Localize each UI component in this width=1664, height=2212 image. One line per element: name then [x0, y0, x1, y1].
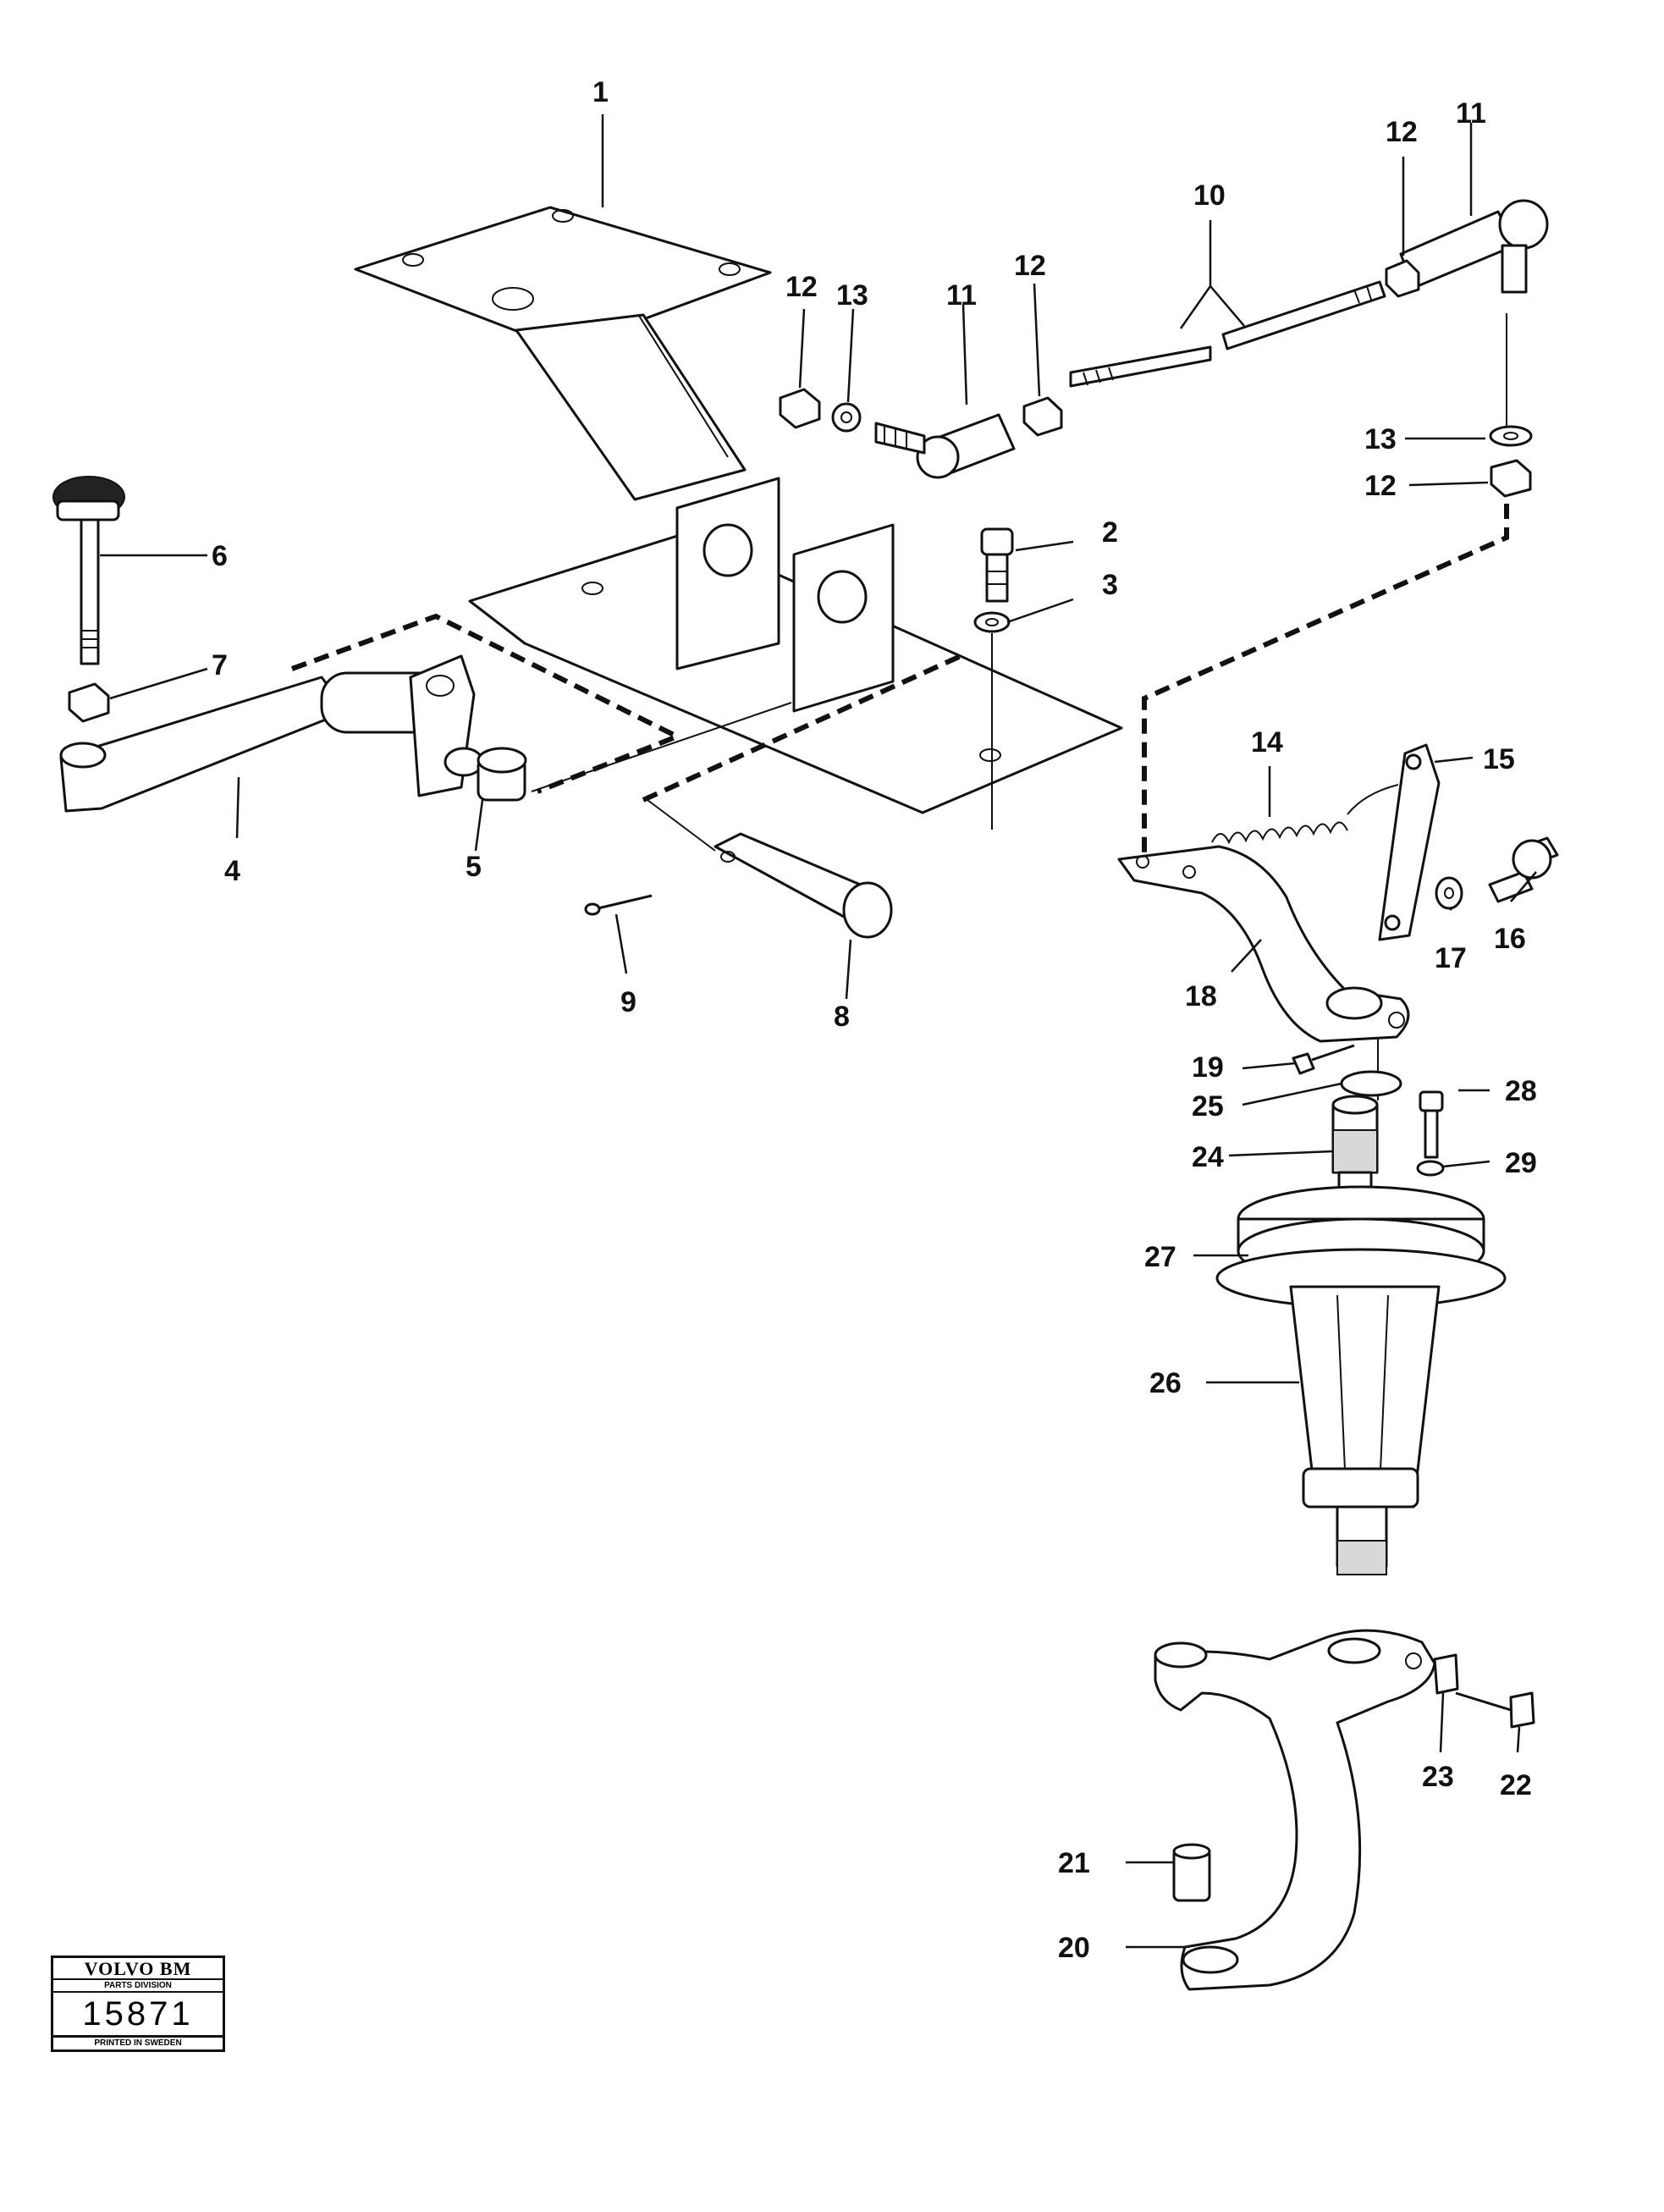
part-9-split-pin	[584, 894, 653, 916]
part-17-washer	[1435, 876, 1463, 910]
callout-8: 8	[834, 1001, 850, 1033]
part-28-bolt	[1419, 1090, 1444, 1159]
part-10-rod	[1069, 280, 1386, 388]
callout-16: 16	[1494, 923, 1526, 955]
part-1-mounting-bracket	[354, 206, 1123, 814]
callout-1: 1	[592, 76, 609, 108]
callout-18: 18	[1185, 980, 1217, 1012]
part-23-lock-plate	[1433, 1653, 1459, 1695]
callout-17: 17	[1435, 942, 1467, 974]
callout-9: 9	[620, 986, 636, 1018]
callout-12-b: 12	[1014, 250, 1046, 282]
callout-19: 19	[1192, 1051, 1224, 1084]
part-15-link	[1378, 743, 1441, 941]
callout-5: 5	[466, 851, 482, 883]
part-20-fork	[1154, 1629, 1436, 1991]
part-2-bolt	[980, 527, 1014, 603]
stamp-printed: PRINTED IN SWEDEN	[94, 2038, 182, 2048]
part-11-ball-joint-left	[874, 413, 1016, 479]
stamp-division: PARTS DIVISION	[53, 1980, 223, 1993]
callout-7: 7	[212, 649, 228, 681]
part-7-nut	[68, 682, 110, 723]
part-12-nuts	[779, 259, 1532, 498]
callout-23: 23	[1422, 1761, 1454, 1793]
part-19-screw	[1292, 1044, 1355, 1075]
part-29-washer	[1416, 1160, 1445, 1177]
callout-3: 3	[1102, 569, 1118, 601]
part-4-pedal-arm	[59, 654, 484, 813]
part-6-pedal	[52, 476, 125, 665]
part-18-lever	[1117, 845, 1410, 1043]
callout-27: 27	[1144, 1241, 1176, 1273]
part-22-bolt	[1455, 1691, 1535, 1729]
stamp-number: 15871	[53, 1993, 223, 2038]
callout-20: 20	[1058, 1932, 1090, 1964]
part-14-spring	[1211, 784, 1399, 845]
part-25-ring	[1340, 1070, 1402, 1097]
callout-13-a: 13	[836, 279, 868, 312]
callout-22: 22	[1500, 1769, 1532, 1801]
callout-21: 21	[1058, 1847, 1090, 1879]
callout-10: 10	[1193, 179, 1226, 212]
part-16-bolt	[1488, 836, 1559, 903]
callout-6: 6	[212, 540, 228, 572]
callout-12-c: 12	[1386, 116, 1418, 148]
part-13-washers	[831, 402, 1533, 447]
callout-labels: 1 2 3 4 5 6 7 8 9 10 11 11 12 12 12 12 1…	[212, 76, 1537, 1964]
callout-13-b: 13	[1364, 423, 1397, 455]
part-8-pin	[714, 832, 893, 939]
stamp-brand: VOLVO BM	[53, 1958, 223, 1980]
callout-28: 28	[1505, 1075, 1537, 1107]
callout-11-left: 11	[946, 279, 977, 312]
part-3-washer	[973, 611, 1011, 633]
callout-14: 14	[1251, 726, 1283, 758]
assembly-dashed-lines	[290, 313, 1509, 1524]
callout-15: 15	[1483, 743, 1515, 775]
part-11-ball-joint-right	[1399, 199, 1549, 294]
callout-12-d: 12	[1364, 470, 1397, 502]
callout-11-right: 11	[1456, 97, 1486, 130]
callout-4: 4	[224, 855, 240, 887]
callout-26: 26	[1149, 1367, 1182, 1399]
parts-catalog-stamp: VOLVO BM PARTS DIVISION 15871 PRINTED IN…	[51, 1955, 225, 2052]
callout-25: 25	[1192, 1090, 1224, 1123]
part-5-bushing	[477, 747, 527, 802]
callout-29: 29	[1505, 1147, 1537, 1179]
part-21-bushing	[1172, 1843, 1211, 1902]
callout-12-a: 12	[785, 271, 818, 303]
callout-24: 24	[1192, 1141, 1224, 1173]
callout-2: 2	[1102, 516, 1118, 549]
part-26-housing	[1215, 1185, 1507, 1575]
leader-lines	[100, 114, 1537, 1949]
